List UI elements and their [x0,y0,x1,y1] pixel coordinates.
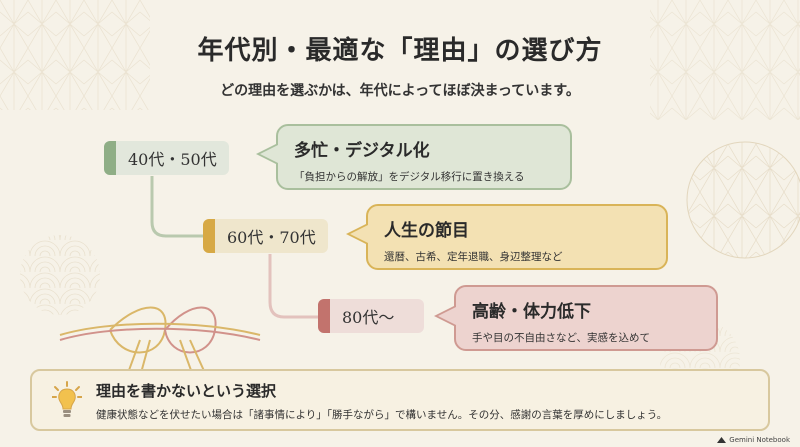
era-label-text: 60代・70代 [227,228,316,247]
era-color-bar [104,141,116,175]
era-label-60s-70s: 60代・70代 [203,219,328,253]
card-pointer-fill [260,145,278,163]
gemini-notebook-badge: Gemini Notebook [717,436,790,444]
card-title: 高齢・体力低下 [472,302,591,322]
page-title: 年代別・最適な「理由」の選び方 [197,36,603,66]
connector-red [268,254,320,319]
page-subtitle: どの理由を選ぶかは、年代によってほぼ決まっています。 [220,83,580,99]
tip-title: 理由を書かないという選択 [96,382,277,400]
era-label-40s-50s: 40代・50代 [104,141,229,175]
badge-label: Gemini Notebook [729,436,790,444]
card-title: 多忙・デジタル化 [294,141,430,161]
era-label-text: 40代・50代 [128,150,217,169]
card-description: 手や目の不自由さなど、実感を込めて [472,332,650,344]
notebook-icon [717,436,727,443]
tip-description: 健康状態などを伏せたい場合は「諸事情により」「勝手ながら」で構いません。その分、… [96,409,668,421]
era-color-bar [318,299,330,333]
connector-green [150,176,205,238]
era-label-80s: 80代〜 [318,299,424,333]
card-description: 「負担からの解放」をデジタル移行に置き換える [294,171,525,183]
card-life-milestone: 人生の節目 還暦、古希、定年退職、身辺整理など [366,204,668,270]
card-pointer-fill [350,225,368,243]
lightbulb-icon [52,381,82,417]
era-color-bar [203,219,215,253]
card-pointer-fill [438,307,456,325]
card-busy-digital: 多忙・デジタル化 「負担からの解放」をデジタル移行に置き換える [276,124,572,190]
card-title: 人生の節目 [384,221,469,241]
tip-box: 理由を書かないという選択 健康状態などを伏せたい場合は「諸事情により」「勝手なが… [30,369,770,431]
era-label-text: 80代〜 [342,308,395,327]
card-description: 還暦、古希、定年退職、身辺整理など [384,251,563,263]
card-aging-strength: 高齢・体力低下 手や目の不自由さなど、実感を込めて [454,285,718,351]
